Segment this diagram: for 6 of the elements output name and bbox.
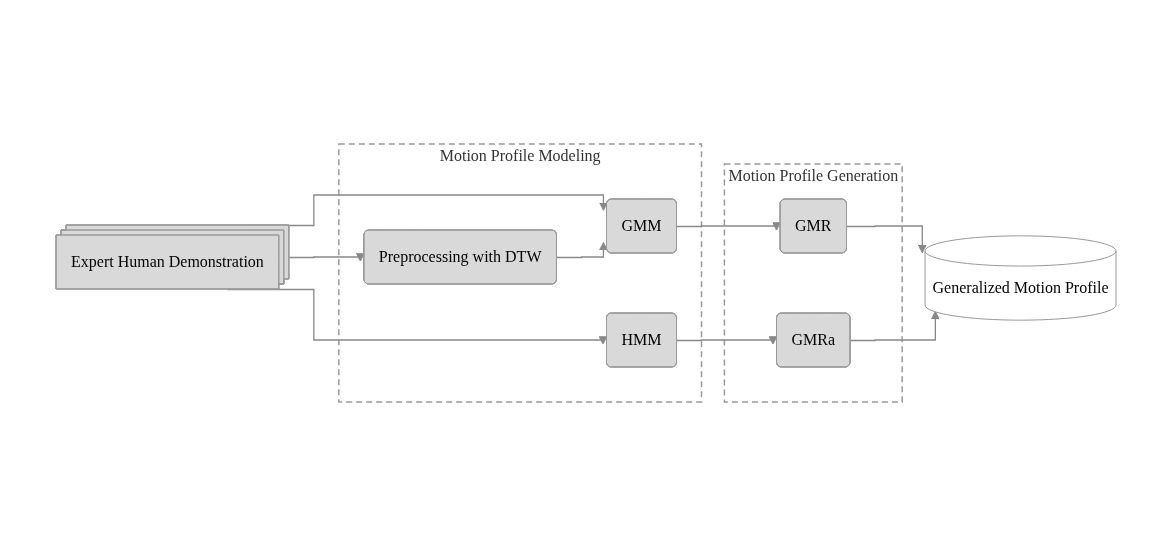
arrow [849,310,940,342]
arrow [846,225,927,254]
arrow [676,222,781,231]
arrow [288,253,365,262]
arrow [556,241,608,259]
arrow [676,336,778,345]
